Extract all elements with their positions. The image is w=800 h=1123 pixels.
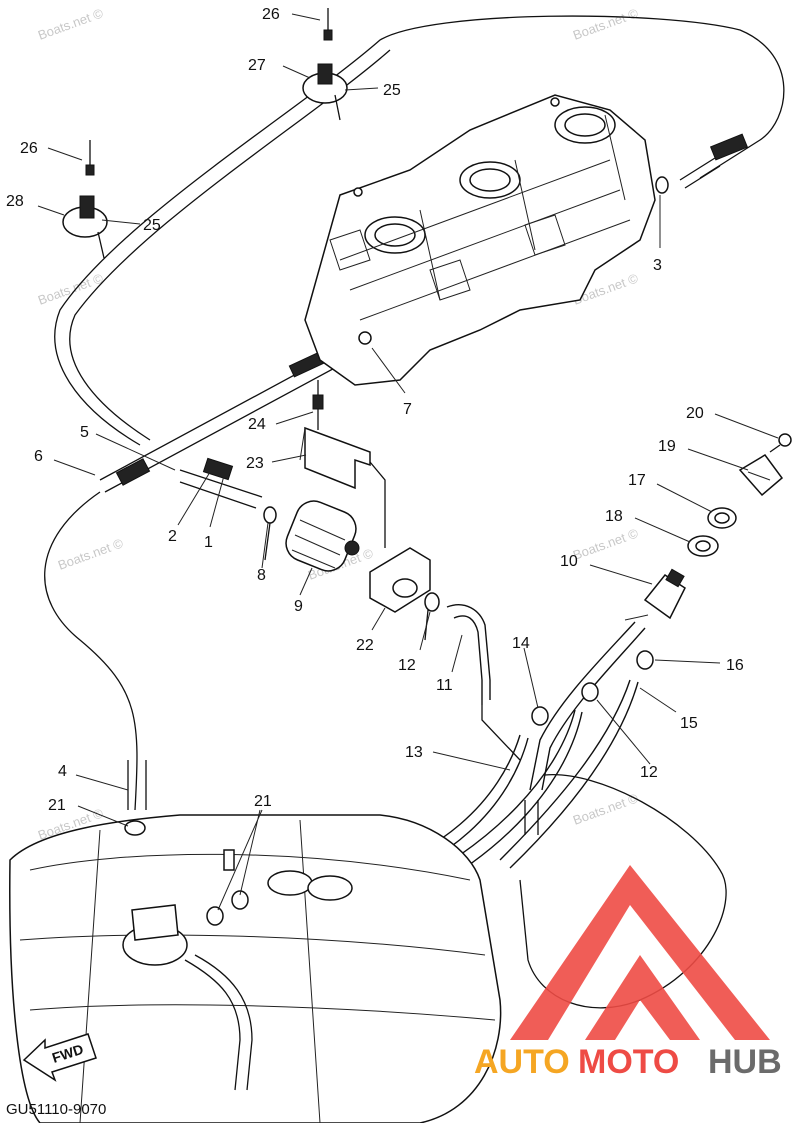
clamp-28: [62, 195, 108, 259]
callout: 10: [560, 553, 578, 570]
bracket-23: [299, 380, 386, 548]
hose-15b: [509, 681, 639, 869]
hose-11: [446, 604, 491, 700]
carburetor-assembly: [304, 94, 656, 386]
callout: 21: [48, 797, 66, 814]
diagram-code: GU51110-9070: [6, 1101, 106, 1118]
logo-inner-triangle-icon: [585, 955, 700, 1040]
watermark: Boats.net ©: [36, 270, 106, 308]
callout: 4: [58, 763, 67, 780]
callout: 13: [405, 744, 423, 761]
callout: 8: [257, 567, 266, 584]
callout: 25: [383, 82, 401, 99]
callout: 27: [248, 57, 266, 74]
clamp-16: [636, 650, 654, 670]
callout-labels: 26 27 25 26 28 25 3 7 24 23 5 6 2 1 8 9 …: [6, 6, 744, 814]
callout: 6: [34, 448, 43, 465]
callout: 24: [248, 416, 266, 433]
fwd-arrow: FWD: [22, 1033, 97, 1082]
hose-13-marker: [524, 800, 539, 835]
callout: 26: [262, 6, 280, 23]
callout: 21: [254, 793, 272, 810]
callout: 12: [640, 764, 658, 781]
callout: 7: [403, 401, 412, 418]
callout: 11: [436, 677, 453, 694]
hose-1b: [179, 481, 257, 509]
watermark: Boats.net ©: [56, 535, 126, 573]
callout: 18: [605, 508, 623, 525]
return-hose-loop-inner: [69, 49, 391, 441]
hose-13b: [541, 627, 646, 791]
fuel-tank: [9, 814, 502, 1123]
callout: 19: [658, 438, 676, 455]
logo-hub: HUB: [708, 1043, 782, 1081]
hose-4-b: [127, 760, 147, 810]
return-hose-loop: [54, 15, 785, 446]
hose-4: [44, 491, 138, 811]
callout: 16: [726, 657, 744, 674]
clamp-3: [655, 176, 669, 194]
watermark: Boats.net ©: [36, 5, 106, 43]
clamp-12-lower: [581, 682, 599, 702]
callout: 23: [246, 455, 264, 472]
hose-13a: [529, 621, 636, 791]
callout: 20: [686, 405, 704, 422]
callout: 14: [512, 635, 530, 652]
callout: 17: [628, 472, 646, 489]
callout: 1: [204, 534, 213, 551]
callout: 26: [20, 140, 38, 157]
hose-1: [179, 469, 263, 498]
washer-18: [687, 535, 719, 557]
callout: 2: [168, 528, 177, 545]
logo-auto: AUTO: [474, 1043, 570, 1081]
grommet-17: [707, 507, 737, 529]
hose-fitting-top: [679, 133, 749, 189]
holder-22: [369, 547, 431, 613]
screw-20: [769, 433, 792, 453]
logo-moto: MOTO: [578, 1043, 679, 1081]
hose-15: [499, 679, 631, 861]
clamp-21-right-a: [231, 890, 249, 910]
fuel-filter-9: [285, 500, 360, 572]
clamp-27: [302, 63, 348, 121]
watermark: Boats.net ©: [571, 525, 641, 563]
callout: 3: [653, 257, 662, 274]
automotohub-logo: AUTO MOTO HUB: [474, 865, 782, 1081]
hose-fitting-6: [115, 458, 151, 486]
clamp-21-right-b: [206, 906, 224, 926]
hose-11-route: [481, 705, 521, 761]
hose-fitting-2: [202, 457, 234, 481]
callout: 12: [398, 657, 416, 674]
callout: 5: [80, 424, 89, 441]
callout: 28: [6, 193, 24, 210]
leader-lines: [37, 13, 779, 911]
callout: 22: [356, 637, 374, 654]
clamp-12-upper: [424, 592, 440, 641]
clamp-21-left: [124, 820, 146, 836]
logo-triangle-icon: [510, 865, 770, 1040]
clamp-14: [531, 706, 549, 726]
callout: 25: [143, 217, 161, 234]
cap-19: [738, 454, 784, 497]
callout: 9: [294, 598, 303, 615]
hose-11b: [453, 615, 483, 705]
watermark: Boats.net ©: [571, 5, 641, 43]
callout: 15: [680, 715, 698, 732]
bolt-26-top: [323, 8, 333, 41]
clamp-8: [263, 506, 277, 561]
bolt-26-mid: [85, 140, 95, 176]
joint-10: [624, 568, 686, 621]
